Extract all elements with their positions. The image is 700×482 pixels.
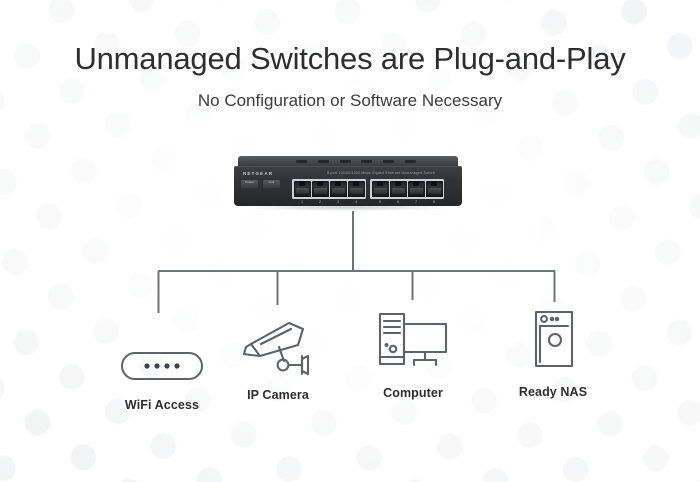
switch-led-link-label: Link [268, 180, 275, 185]
switch-top-panel [238, 156, 458, 168]
switch-led-indicators: Power Link [241, 180, 287, 188]
device-ready-nas-label: Ready NAS [518, 385, 588, 399]
switch-port-numbers: 1 2 3 4 5 6 7 8 [292, 199, 456, 205]
switch-port-number-bank-left: 1 2 3 4 [292, 199, 366, 205]
switch-port-bank-left [292, 179, 366, 199]
port-number-1: 1 [301, 200, 303, 204]
desktop-computer-icon [348, 304, 478, 374]
switch-led-link: Link [263, 180, 280, 188]
switch-led-power-label: Power [245, 180, 254, 185]
ethernet-port-7 [407, 180, 425, 197]
device-ip-camera[interactable]: IP Camera [213, 306, 343, 402]
device-computer[interactable]: Computer [348, 304, 478, 400]
ip-camera-icon [213, 306, 343, 376]
switch-vent-slots [296, 160, 416, 163]
network-switch-device: NETGEAR 8-port 10/100/1000 Mbps Gigabit … [234, 156, 462, 211]
switch-ethernet-ports [292, 179, 456, 199]
ethernet-port-3 [329, 180, 347, 197]
ethernet-port-4 [347, 180, 365, 197]
port-number-3: 3 [337, 200, 339, 204]
page-subtitle: No Configuration or Software Necessary [197, 91, 503, 111]
wifi-access-point-icon [97, 316, 227, 386]
device-wifi-access[interactable]: WiFi Access [97, 316, 227, 412]
device-wifi-access-label: WiFi Access [124, 398, 200, 412]
page-title: Unmanaged Switches are Plug-and-Play [74, 41, 626, 76]
device-computer-label: Computer [383, 386, 443, 400]
ethernet-port-2 [311, 180, 329, 197]
nas-storage-icon [488, 303, 618, 373]
ethernet-port-8 [425, 180, 443, 197]
switch-port-bank-right [370, 179, 444, 199]
port-number-2: 2 [319, 200, 321, 204]
ethernet-port-6 [389, 180, 407, 197]
netgear-brand-logo: NETGEAR [243, 171, 274, 176]
switch-port-number-bank-right: 5 6 7 8 [370, 199, 444, 205]
port-number-4: 4 [355, 200, 357, 204]
ethernet-port-1 [293, 180, 311, 197]
heading-block: Unmanaged Switches are Plug-and-Play No … [0, 41, 700, 111]
device-ready-nas[interactable]: Ready NAS [488, 303, 618, 399]
switch-model-text: 8-port 10/100/1000 Mbps Gigabit Ethernet… [327, 171, 435, 175]
port-number-7: 7 [415, 200, 417, 204]
port-number-8: 8 [433, 200, 435, 204]
port-number-6: 6 [397, 200, 399, 204]
switch-front-panel: NETGEAR 8-port 10/100/1000 Mbps Gigabit … [234, 166, 462, 206]
switch-led-power: Power [241, 180, 258, 188]
port-number-5: 5 [379, 200, 381, 204]
switch-drop-shadow [244, 204, 452, 211]
ethernet-port-5 [371, 180, 389, 197]
device-ip-camera-label: IP Camera [247, 388, 309, 402]
